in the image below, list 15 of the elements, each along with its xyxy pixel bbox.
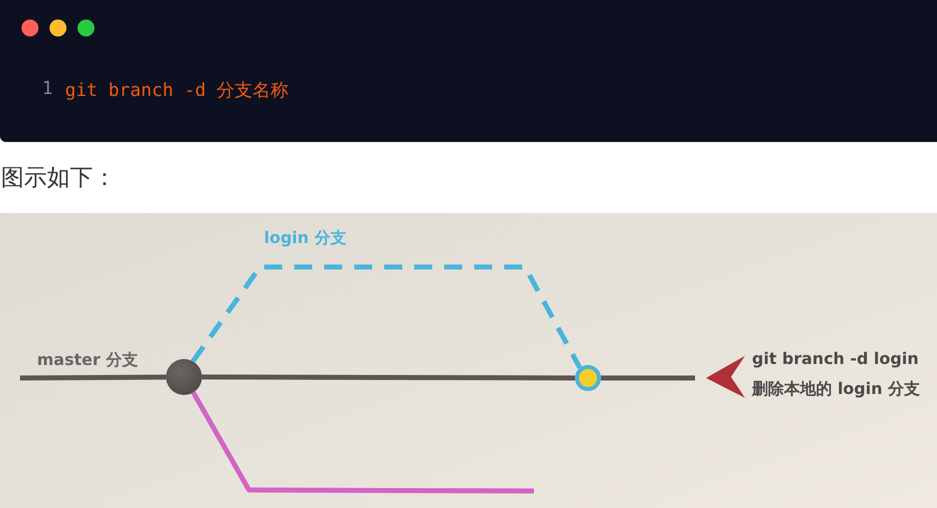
commit-node — [166, 359, 202, 395]
branch-line — [20, 374, 166, 380]
branch-line — [202, 374, 575, 380]
code-line: git branch -d 分支名称 — [65, 79, 289, 102]
branch-line — [601, 376, 695, 380]
branch-line — [191, 391, 534, 494]
line-number: 1 — [42, 78, 53, 99]
command-text: git branch -d login — [752, 348, 920, 370]
note-text: 删除本地的 login 分支 — [752, 378, 921, 400]
edge-label: master 分支 — [37, 350, 138, 371]
caption-text: 图示如下： — [1, 164, 116, 193]
edge-label: login 分支 — [264, 228, 346, 249]
dashed-branch-line — [190, 264, 582, 370]
arrow — [706, 356, 745, 398]
merge-commit-node — [575, 365, 601, 391]
